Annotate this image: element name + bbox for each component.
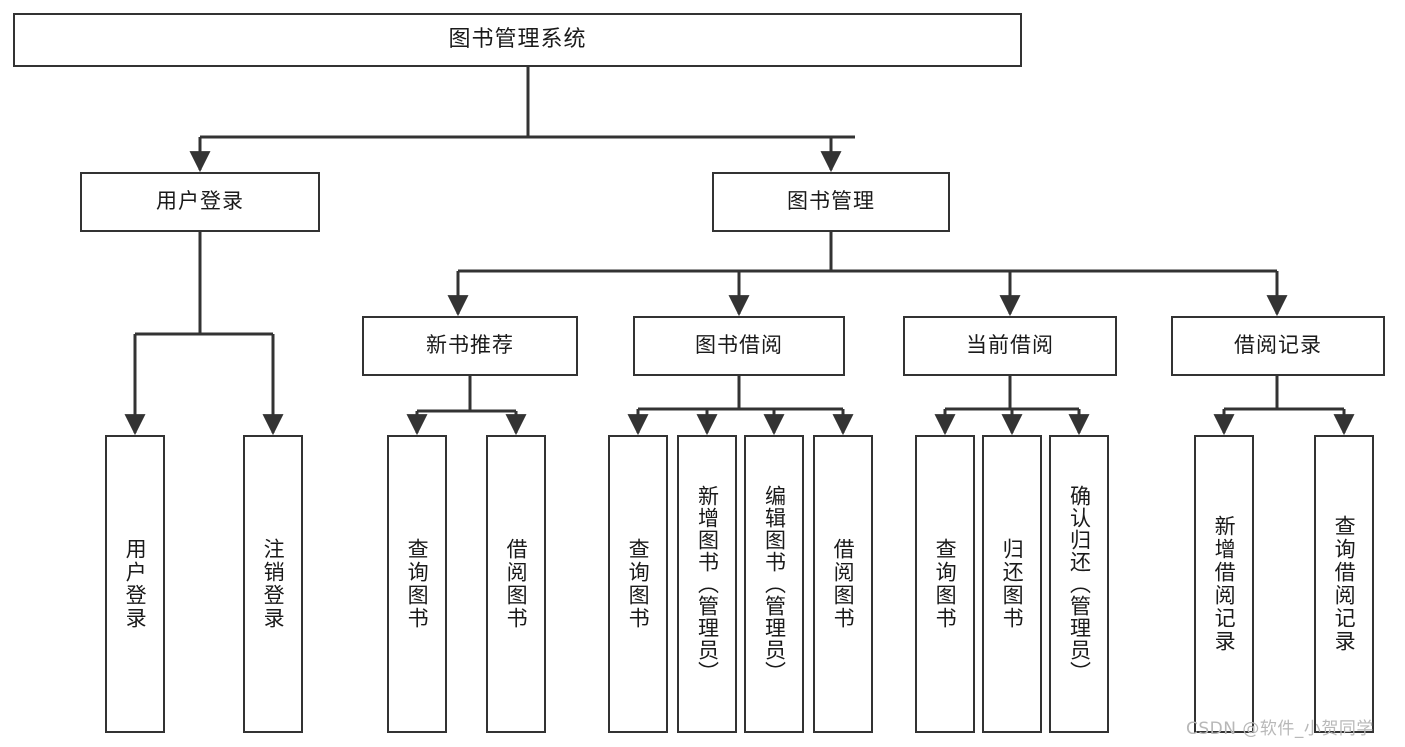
leaf-new-book-borrow[interactable]: 借阅图书 (486, 435, 546, 733)
node-root-system[interactable]: 图书管理系统 (13, 13, 1022, 67)
node-book-management[interactable]: 图书管理 (712, 172, 950, 232)
leaf-current-confirm-return-admin[interactable]: 确认归还（管理员） (1049, 435, 1109, 733)
node-borrow-record[interactable]: 借阅记录 (1171, 316, 1385, 376)
leaf-borrow-add-book-admin[interactable]: 新增图书（管理员） (677, 435, 737, 733)
leaf-record-query-record[interactable]: 查询借阅记录 (1314, 435, 1374, 733)
leaf-current-query-book[interactable]: 查询图书 (915, 435, 975, 733)
leaf-borrow-edit-book-admin[interactable]: 编辑图书（管理员） (744, 435, 804, 733)
leaf-user-login-signout[interactable]: 注销登录 (243, 435, 303, 733)
node-book-borrow[interactable]: 图书借阅 (633, 316, 845, 376)
node-new-book-recommend[interactable]: 新书推荐 (362, 316, 578, 376)
node-user-login[interactable]: 用户登录 (80, 172, 320, 232)
leaf-record-add-record[interactable]: 新增借阅记录 (1194, 435, 1254, 733)
leaf-user-login-signin[interactable]: 用户登录 (105, 435, 165, 733)
csdn-watermark: CSDN @软件_小贺同学 (1186, 719, 1374, 739)
leaf-borrow-borrow-book[interactable]: 借阅图书 (813, 435, 873, 733)
leaf-new-book-query[interactable]: 查询图书 (387, 435, 447, 733)
node-current-borrow[interactable]: 当前借阅 (903, 316, 1117, 376)
leaf-current-return-book[interactable]: 归还图书 (982, 435, 1042, 733)
leaf-borrow-query-book[interactable]: 查询图书 (608, 435, 668, 733)
